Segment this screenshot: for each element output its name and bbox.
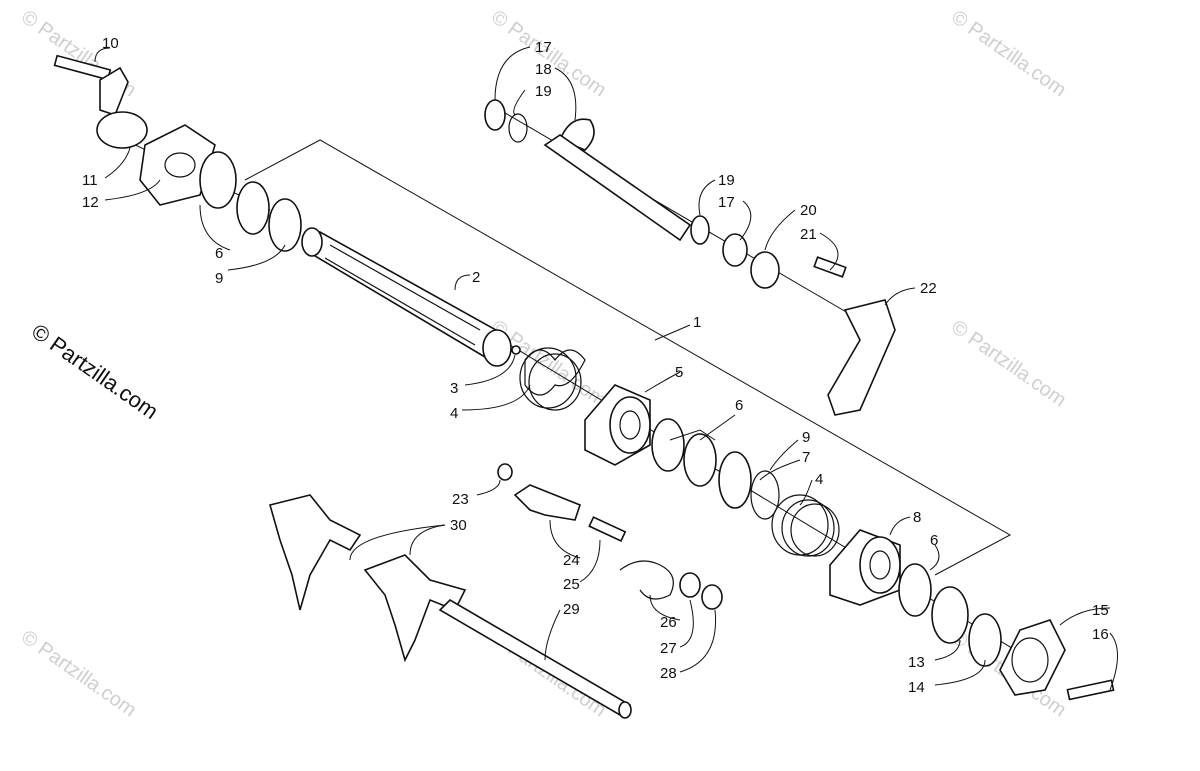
callout-18: 18 xyxy=(535,61,552,78)
watermark-faint: © Partzilla.com xyxy=(17,626,140,721)
callout-17: 17 xyxy=(535,39,552,56)
callout-15: 15 xyxy=(1092,602,1109,619)
callout-26: 26 xyxy=(660,614,677,631)
shift-drum-2 xyxy=(301,227,521,367)
callout-5: 5 xyxy=(675,364,683,381)
callout-6: 6 xyxy=(215,245,223,262)
callout-24: 24 xyxy=(563,552,580,569)
brand-watermark: © Partzilla.com xyxy=(27,319,163,425)
detent-body-11 xyxy=(96,111,148,149)
spring-4b xyxy=(771,494,840,557)
callout-21: 21 xyxy=(800,226,817,243)
callout-29: 29 xyxy=(563,601,580,618)
callout-11: 11 xyxy=(82,172,98,189)
shaft-29 xyxy=(438,598,632,719)
callout-13: 13 xyxy=(908,654,925,671)
stopper-group xyxy=(497,463,723,610)
leader-lines xyxy=(94,46,1118,691)
plate-12 xyxy=(139,124,216,206)
callout-14: 14 xyxy=(908,679,925,696)
shift-shaft-group xyxy=(484,99,896,416)
callout-8: 8 xyxy=(913,509,921,526)
callout-12: 12 xyxy=(82,194,99,211)
assembly-outline xyxy=(244,139,1012,576)
callout-labels: 10 11 12 6 9 2 3 4 5 1 6 9 7 4 8 6 17 18… xyxy=(82,35,1109,696)
ring-6-top xyxy=(236,181,270,235)
callout-4: 4 xyxy=(450,405,458,422)
cam-8 xyxy=(829,529,901,606)
bolt-16 xyxy=(1066,679,1115,701)
callout-30: 30 xyxy=(450,517,467,534)
spring-4a xyxy=(519,347,586,411)
callout-23: 23 xyxy=(452,491,469,508)
cam-5 xyxy=(584,384,651,466)
callout-9: 9 xyxy=(802,429,810,446)
callout-9: 9 xyxy=(215,270,223,287)
callout-19: 19 xyxy=(718,172,735,189)
gear-15 xyxy=(999,619,1115,701)
callout-6: 6 xyxy=(930,532,938,549)
callout-3: 3 xyxy=(450,380,458,397)
callout-6: 6 xyxy=(735,397,743,414)
washer-9-top xyxy=(268,198,302,252)
watermark-faint: © Partzilla.com xyxy=(947,6,1070,101)
callout-22: 22 xyxy=(920,280,937,297)
shift-detent-group xyxy=(53,54,302,252)
callout-20: 20 xyxy=(800,202,817,219)
callout-17: 17 xyxy=(718,194,735,211)
callout-10: 10 xyxy=(102,35,119,52)
shift-forks-30 xyxy=(269,494,467,663)
lever-11 xyxy=(99,66,129,116)
callout-7: 7 xyxy=(802,449,810,466)
middle-rings xyxy=(651,418,780,520)
callout-2: 2 xyxy=(472,269,480,286)
callout-25: 25 xyxy=(563,576,580,593)
callout-16: 16 xyxy=(1092,626,1109,643)
watermark-faint: © Partzilla.com xyxy=(947,316,1070,411)
callout-27: 27 xyxy=(660,640,677,657)
watermark-faint: © Partzilla.com xyxy=(487,316,610,411)
bolt-21 xyxy=(813,256,847,278)
callout-1: 1 xyxy=(693,314,701,331)
callout-28: 28 xyxy=(660,665,677,682)
callout-4: 4 xyxy=(815,471,823,488)
arm-22 xyxy=(827,299,896,416)
callout-19: 19 xyxy=(535,83,552,100)
lower-rings xyxy=(898,563,1002,667)
washer-6-top xyxy=(199,151,237,209)
